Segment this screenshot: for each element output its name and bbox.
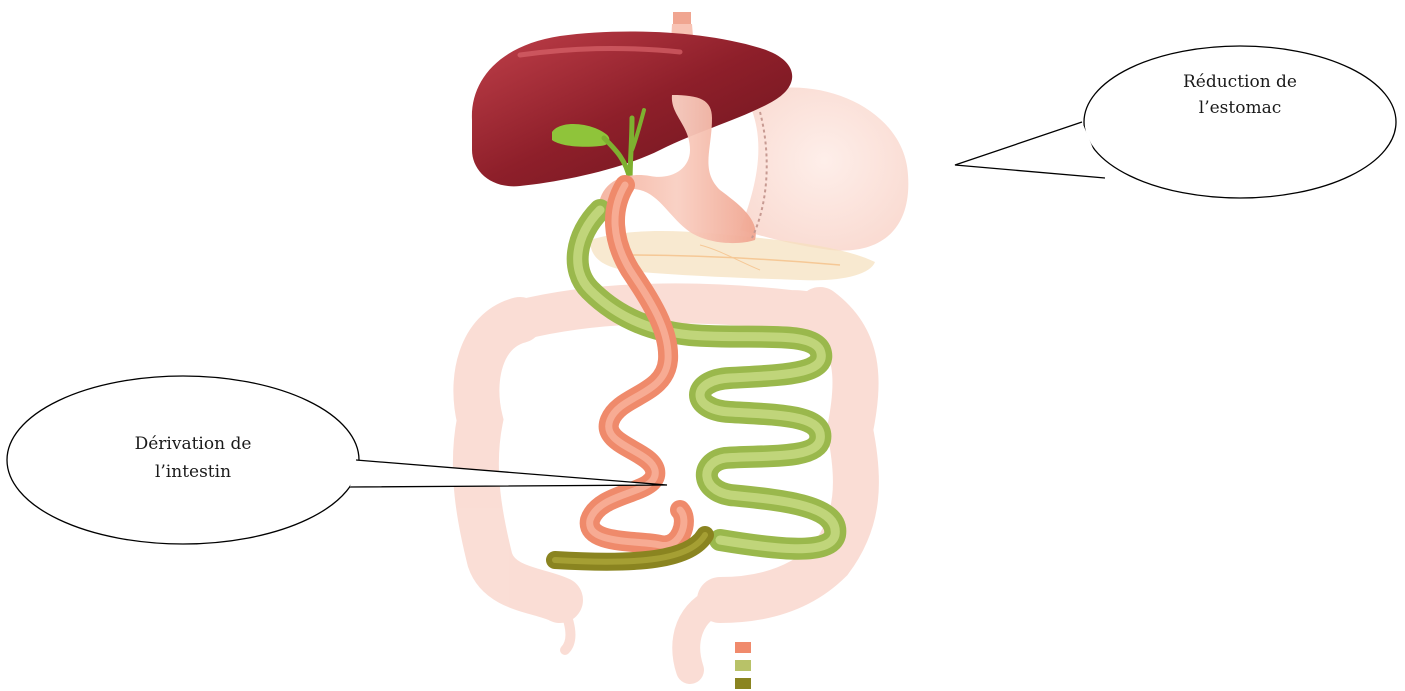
callout-stomach-line2: l’estomac: [1199, 98, 1281, 118]
callout-intestine-line1: Dérivation de: [135, 434, 252, 454]
callout-intestine: Dérivation de l’intestin: [7, 376, 667, 544]
legend-swatch-common: [735, 678, 751, 689]
legend-swatch-biliopancreatic: [735, 660, 751, 671]
callout-intestine-line2: l’intestin: [155, 462, 231, 482]
legend-swatch-alimentary: [735, 642, 751, 653]
callout-stomach: Réduction de l’estomac: [955, 46, 1396, 198]
callout-stomach-line1: Réduction de: [1183, 72, 1297, 92]
legend: [735, 642, 751, 689]
stomach-ghost: [740, 87, 908, 250]
